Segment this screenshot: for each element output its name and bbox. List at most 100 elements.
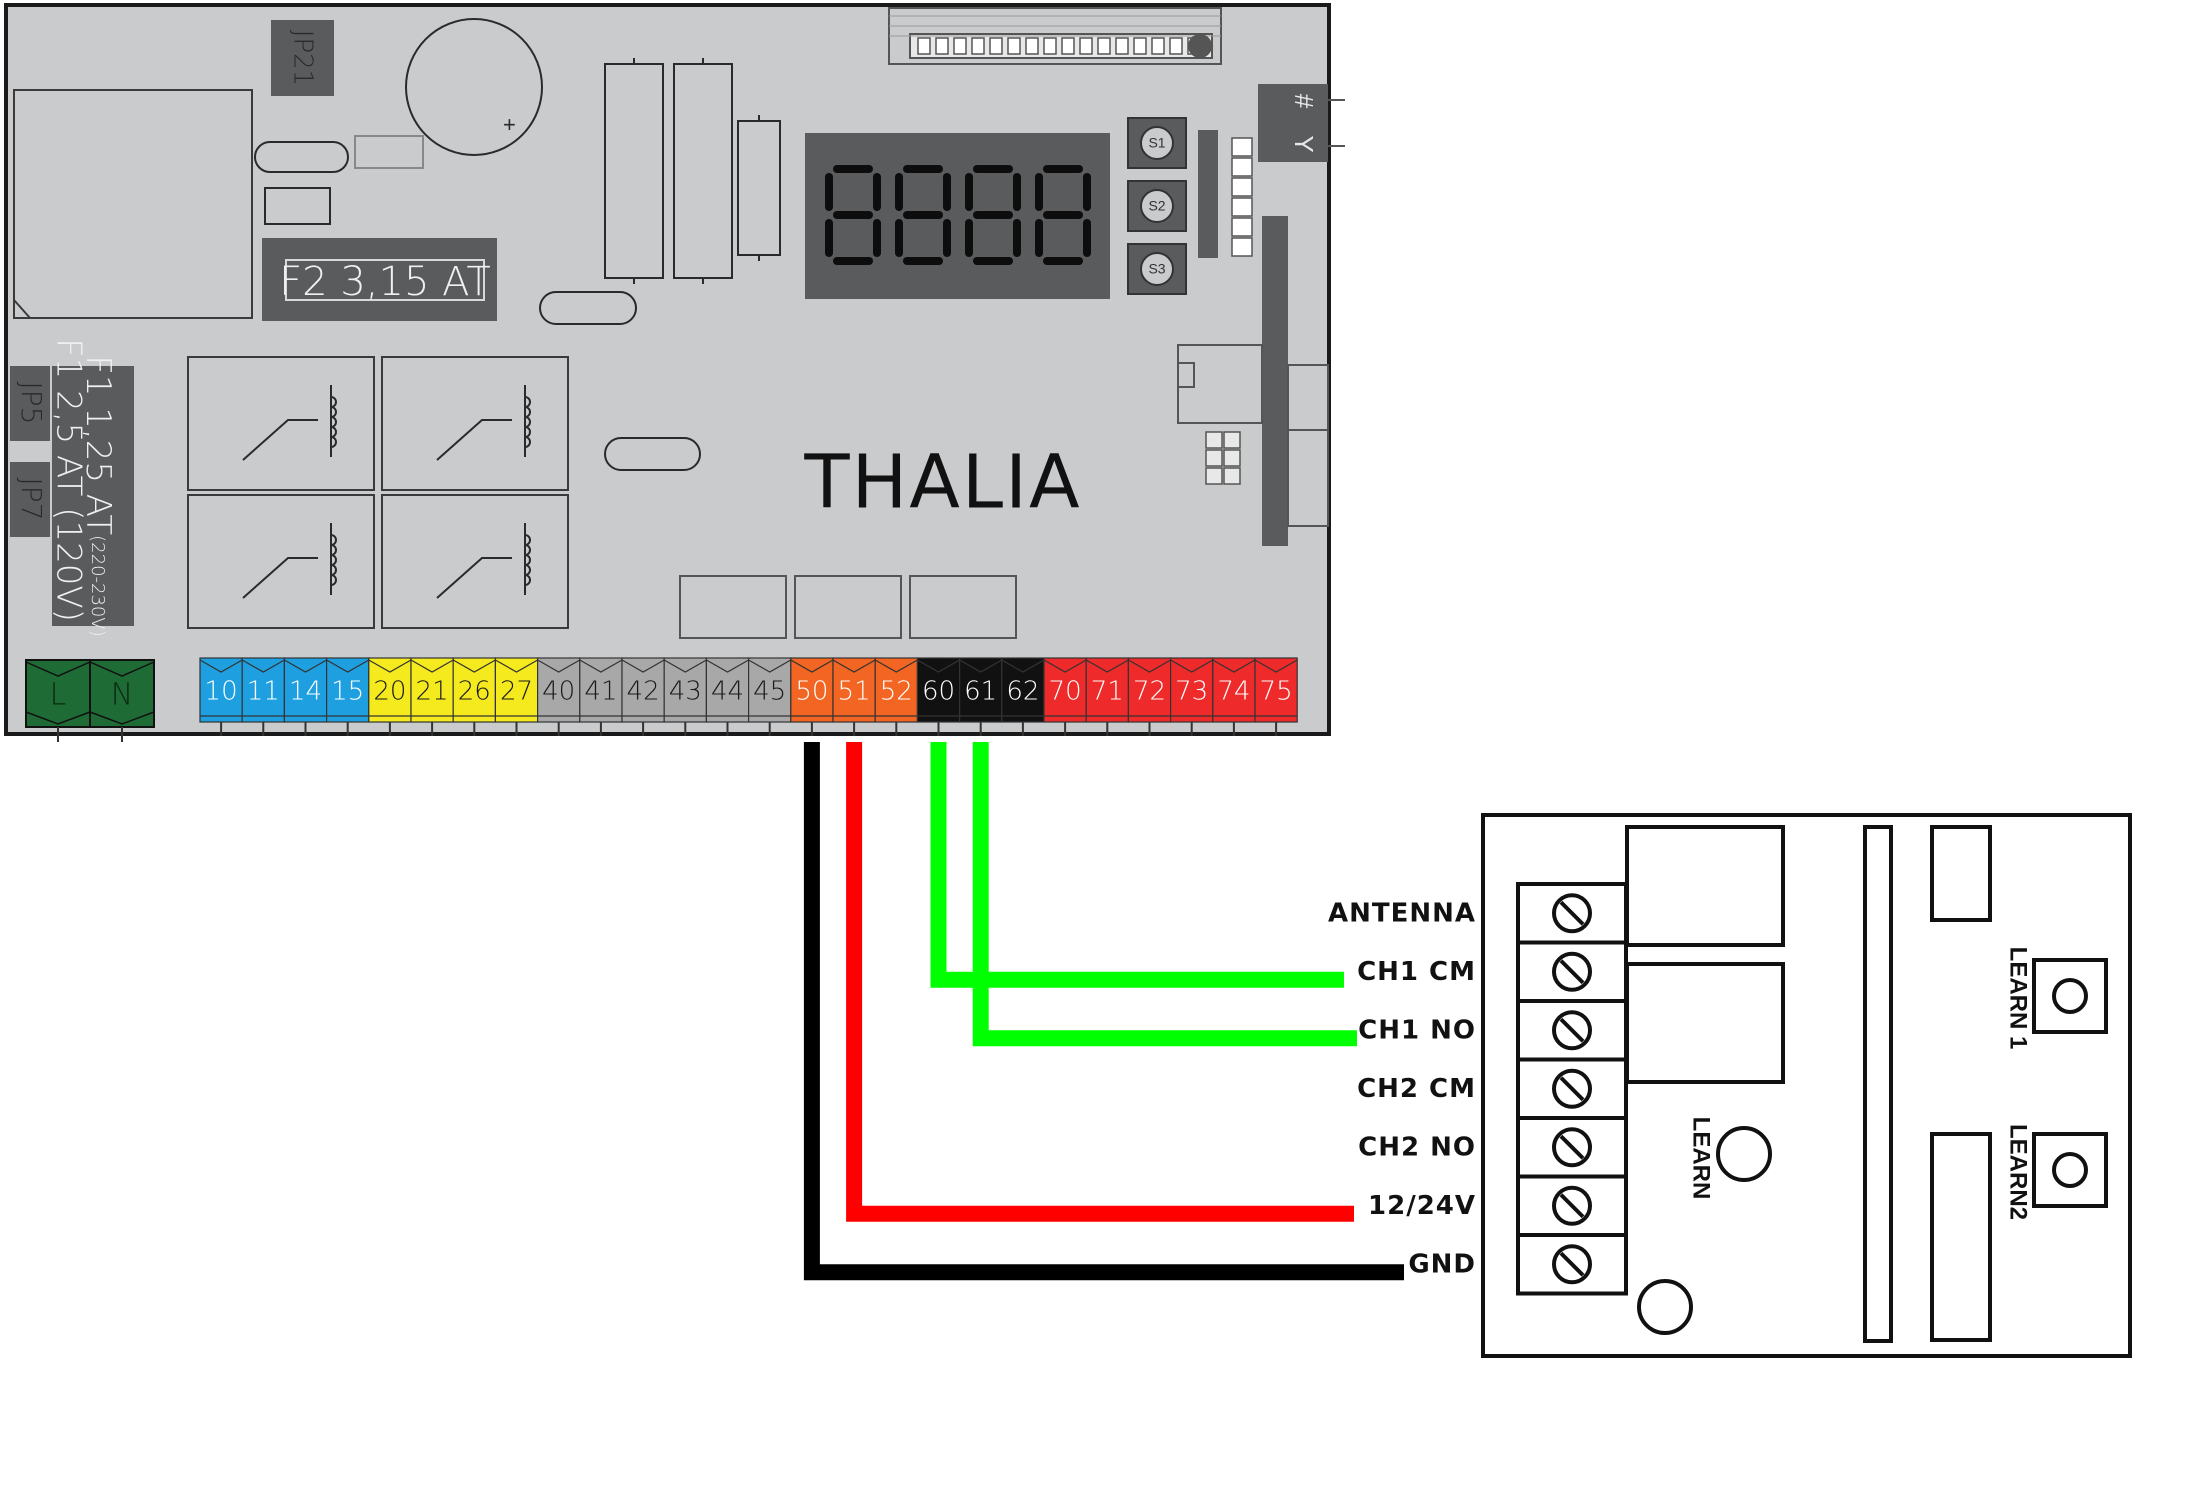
terminal-61[interactable]: 61 xyxy=(958,657,1003,736)
connector-pin xyxy=(1188,34,1212,58)
terminal-40[interactable]: 40 xyxy=(536,657,581,736)
terminal-label: 51 xyxy=(838,677,871,707)
receiver-terminal-antenna[interactable]: ANTENNA xyxy=(1328,882,1628,945)
relay xyxy=(381,356,569,491)
learn1-button[interactable] xyxy=(2032,958,2108,1034)
terminal-label: 41 xyxy=(584,677,617,707)
display-segment xyxy=(833,165,873,173)
terminal-20[interactable]: 20 xyxy=(368,657,412,736)
jumper-jp5 xyxy=(10,366,50,441)
display-segment xyxy=(965,173,973,211)
terminal-72[interactable]: 72 xyxy=(1127,657,1172,736)
terminal-11[interactable]: 11 xyxy=(241,657,285,736)
display-digit xyxy=(965,165,1021,265)
terminal-label: 42 xyxy=(627,677,660,707)
connector-pin xyxy=(953,37,967,55)
receiver-terminal-ch2-no[interactable]: CH2 NO xyxy=(1358,1116,1628,1179)
display-segment xyxy=(833,211,873,219)
display-segment xyxy=(903,211,943,219)
terminal-label: 75 xyxy=(1260,677,1293,707)
display-segment xyxy=(973,211,1013,219)
display-digits xyxy=(825,165,1091,265)
terminal-60[interactable]: 60 xyxy=(916,657,961,736)
connector-pin xyxy=(1025,37,1039,55)
terminal-51[interactable]: 51 xyxy=(832,657,876,736)
display-digit xyxy=(1035,165,1091,265)
terminal-label: 20 xyxy=(373,677,406,707)
fuse-f2-label: F2 3,15 AT xyxy=(279,259,491,305)
connector-pin xyxy=(1079,37,1093,55)
button-s2[interactable]: S2 xyxy=(1127,180,1187,232)
button-label: S1 xyxy=(1148,135,1165,151)
terminal-42[interactable]: 42 xyxy=(621,657,665,736)
terminal-26[interactable]: 26 xyxy=(452,657,497,736)
terminal-14[interactable]: 14 xyxy=(283,657,328,736)
terminal-label: 44 xyxy=(711,677,744,707)
display-segment xyxy=(825,173,833,211)
display-segment xyxy=(833,257,873,265)
terminal-21[interactable]: 21 xyxy=(410,657,454,736)
display-segment xyxy=(903,257,943,265)
terminal-label: 14 xyxy=(289,677,322,707)
terminal-41[interactable]: 41 xyxy=(579,657,623,736)
display-segment xyxy=(1035,173,1043,211)
terminal-50[interactable]: 50 xyxy=(790,657,834,736)
terminal-52[interactable]: 52 xyxy=(874,657,919,736)
connector-pin xyxy=(917,37,931,55)
terminal-44[interactable]: 44 xyxy=(705,657,750,736)
display-segment xyxy=(895,173,903,211)
fuse-f2 xyxy=(262,238,497,321)
terminal-75[interactable]: 75 xyxy=(1254,657,1298,736)
terminal-label: 52 xyxy=(880,677,913,707)
learn2-button[interactable] xyxy=(2032,1132,2108,1208)
connector-pin xyxy=(1097,37,1111,55)
grid-cell xyxy=(1205,431,1223,449)
terminal-label: 27 xyxy=(500,677,533,707)
grid-cell xyxy=(1223,431,1241,449)
terminal-43[interactable]: 43 xyxy=(663,657,708,736)
board-brand: THALIA xyxy=(803,440,1081,526)
header-pin xyxy=(1231,177,1253,197)
button-s1[interactable]: S1 xyxy=(1127,117,1187,169)
receiver-terminal-gnd[interactable]: GND xyxy=(1408,1233,1628,1296)
terminal-15[interactable]: 15 xyxy=(326,657,370,736)
terminal-label: 73 xyxy=(1175,677,1208,707)
display-segment xyxy=(873,219,881,257)
connector-pin xyxy=(1151,37,1165,55)
receiver-terminal-ch1-cm[interactable]: CH1 CM xyxy=(1357,940,1628,1003)
display-segment xyxy=(1043,211,1083,219)
display-digit xyxy=(895,165,951,265)
terminal-label: 10 xyxy=(205,677,238,707)
terminal-74[interactable]: 74 xyxy=(1212,657,1256,736)
power-terminal-n[interactable]: N xyxy=(89,659,155,742)
terminal-10[interactable]: 10 xyxy=(199,657,243,736)
terminal-62[interactable]: 62 xyxy=(1001,657,1045,736)
svg-text:JP5: JP5 xyxy=(15,382,48,425)
display-segment xyxy=(943,219,951,257)
receiver-terminal-12-24v[interactable]: 12/24V xyxy=(1368,1174,1628,1237)
terminal-label: 26 xyxy=(458,677,491,707)
jumper-jp7 xyxy=(10,462,50,537)
terminal-label: 62 xyxy=(1006,677,1039,707)
button-label: S3 xyxy=(1148,261,1165,277)
terminal-27[interactable]: 27 xyxy=(494,657,539,736)
terminal-45[interactable]: 45 xyxy=(747,657,792,736)
receiver-terminal-label: GND xyxy=(1408,1249,1476,1279)
display-segment xyxy=(965,219,973,257)
terminal-73[interactable]: 73 xyxy=(1169,657,1214,736)
expansion-slot xyxy=(1262,216,1288,546)
wire-61-ch1-no xyxy=(972,742,1357,1047)
terminal-label: 50 xyxy=(795,677,828,707)
button-s3[interactable]: S3 xyxy=(1127,243,1187,295)
connector-pin xyxy=(1007,37,1021,55)
grid-cell xyxy=(1223,467,1241,485)
fuse-f1 xyxy=(52,366,134,626)
display-segment xyxy=(1043,257,1083,265)
terminal-71[interactable]: 71 xyxy=(1085,657,1129,736)
connector-pin xyxy=(1043,37,1057,55)
terminal-70[interactable]: 70 xyxy=(1043,657,1087,736)
